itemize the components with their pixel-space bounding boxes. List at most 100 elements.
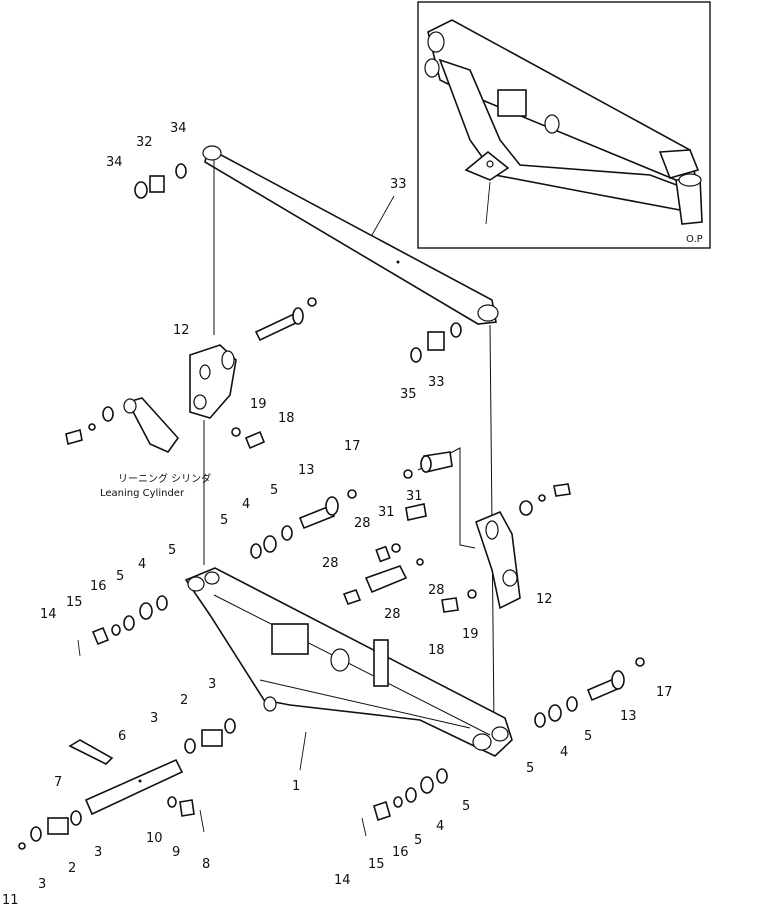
bushing-27-right [427, 331, 445, 351]
callout-28-b: 34 [170, 121, 187, 136]
bushing-27-left [149, 175, 165, 193]
washer-19-right [467, 589, 477, 599]
right-lower-hardware: 5 4 5 13 17 5 4 5 16 15 14 [334, 657, 673, 888]
inset-right-boss-top [678, 173, 702, 187]
callout-2-b: 2 [68, 861, 76, 876]
link-rod-left-eye [202, 145, 222, 161]
seal-28-left [175, 163, 187, 179]
inset-center-hole [544, 114, 560, 134]
washer-5-right-d [405, 787, 417, 803]
callout-13-a: 13 [298, 463, 315, 478]
callout-2-a: 2 [180, 693, 188, 708]
left-hardware: 5 4 5 16 15 14 [40, 543, 176, 657]
callout-3-a: 3 [208, 677, 216, 692]
leaning-cylinder-rod [126, 397, 180, 453]
callout-28-c: 35 [400, 387, 417, 402]
callout-13-b: 13 [620, 709, 637, 724]
cotter-14-right [361, 817, 367, 837]
bushing-4-right-a [548, 704, 562, 722]
washer-3-b [184, 738, 196, 754]
callout-4-a: 4 [242, 497, 250, 512]
washer-16-left [111, 624, 121, 636]
pin-set-upper-left: 34 32 34 [106, 121, 187, 199]
center-parts: 28 28 28 28 31 [322, 505, 445, 622]
pin-set-upper-right: 35 33 [400, 322, 462, 402]
callout-16-b: 16 [392, 845, 409, 860]
callout-9: 9 [172, 845, 180, 860]
main-frame-left-eye-b [204, 571, 220, 585]
main-frame-edge [213, 594, 491, 736]
clevis-left-hole-b [199, 364, 211, 380]
bolt-7 [68, 739, 114, 765]
pin-6-shaft [84, 758, 184, 816]
clevis-right-hole-a [485, 520, 499, 540]
callout-25: 31 [378, 505, 395, 520]
washer-3-c [70, 810, 82, 826]
callout-24: 31 [406, 489, 423, 504]
seal-28-right [450, 322, 462, 338]
callout-5-e: 5 [526, 761, 534, 776]
inset-upper-left-boss [427, 31, 445, 53]
clevis-right-hole-b [502, 569, 518, 587]
inset-bracket [497, 89, 527, 117]
clevis-12-right: 12 19 18 [428, 483, 571, 658]
callout-5-a: 5 [220, 513, 228, 528]
washer-5-upper-b [281, 525, 293, 541]
callout-5-h: 5 [414, 833, 422, 848]
callout-17-b: 17 [656, 685, 673, 700]
link-rod-26: 33 [202, 145, 499, 325]
bushing-4-upper [263, 535, 277, 553]
callout-5-b: 5 [270, 483, 278, 498]
main-frame-lower-edge [259, 679, 471, 729]
washer-34-right [538, 494, 546, 502]
pin-29-shaft [254, 312, 300, 342]
clevis-12-left: 12 19 18 リーニング シリンダ Leaning Cylinder [65, 323, 295, 499]
cotter-8 [199, 809, 205, 833]
inset-optional-part: O.P [417, 1, 711, 249]
callout-17-a: 17 [344, 439, 361, 454]
bolt-31-lower [403, 469, 413, 479]
main-frame-left-eye-a [187, 576, 205, 592]
callout-4-d: 4 [436, 819, 444, 834]
washer-10 [167, 796, 177, 808]
washer-28-left [134, 181, 148, 199]
pin-13-upper-shaft [298, 504, 336, 530]
pin-13-upper: 13 17 5 4 5 [220, 439, 361, 559]
bushing-2-a [201, 729, 223, 747]
inset-right-clevis [658, 149, 700, 179]
nut-15-right [373, 800, 391, 822]
washer-25 [391, 543, 401, 553]
main-frame-1: 1 [184, 567, 513, 794]
leader-35 [485, 181, 491, 225]
main-frame-right-eye-b [491, 726, 509, 742]
main-frame-lug [373, 639, 389, 687]
cotter-14-left [77, 639, 81, 657]
callout-16-a: 16 [90, 579, 107, 594]
pin-13-lower-head [611, 670, 625, 690]
callout-27-b: 33 [428, 375, 445, 390]
callout-4-c: 4 [560, 745, 568, 760]
fitting-22 [342, 589, 362, 605]
callout-1: 1 [292, 779, 300, 794]
pin-20 [364, 565, 408, 594]
washer-16-right [393, 796, 403, 808]
washer-5-right-b [566, 696, 578, 712]
bolt-18-left [244, 430, 266, 450]
callout-15-a: 15 [66, 595, 83, 610]
callout-6: 6 [118, 729, 126, 744]
callout-10: 10 [146, 831, 163, 846]
callout-23: 28 [354, 516, 371, 531]
callout-15-b: 15 [368, 857, 385, 872]
washer-5-left-b [123, 615, 135, 631]
washer-5-right-c [436, 768, 448, 784]
callout-5-c: 5 [168, 543, 176, 558]
caption-en: Leaning Cylinder [100, 488, 185, 499]
callout-21: 28 [428, 583, 445, 598]
inset-label-op: O.P [686, 234, 703, 245]
pin-30: 31 [403, 451, 453, 521]
main-frame-bracket [271, 623, 309, 655]
callout-18-b: 18 [428, 643, 445, 658]
fitting-17-lower [635, 657, 645, 667]
callout-27-a: 32 [136, 135, 153, 150]
